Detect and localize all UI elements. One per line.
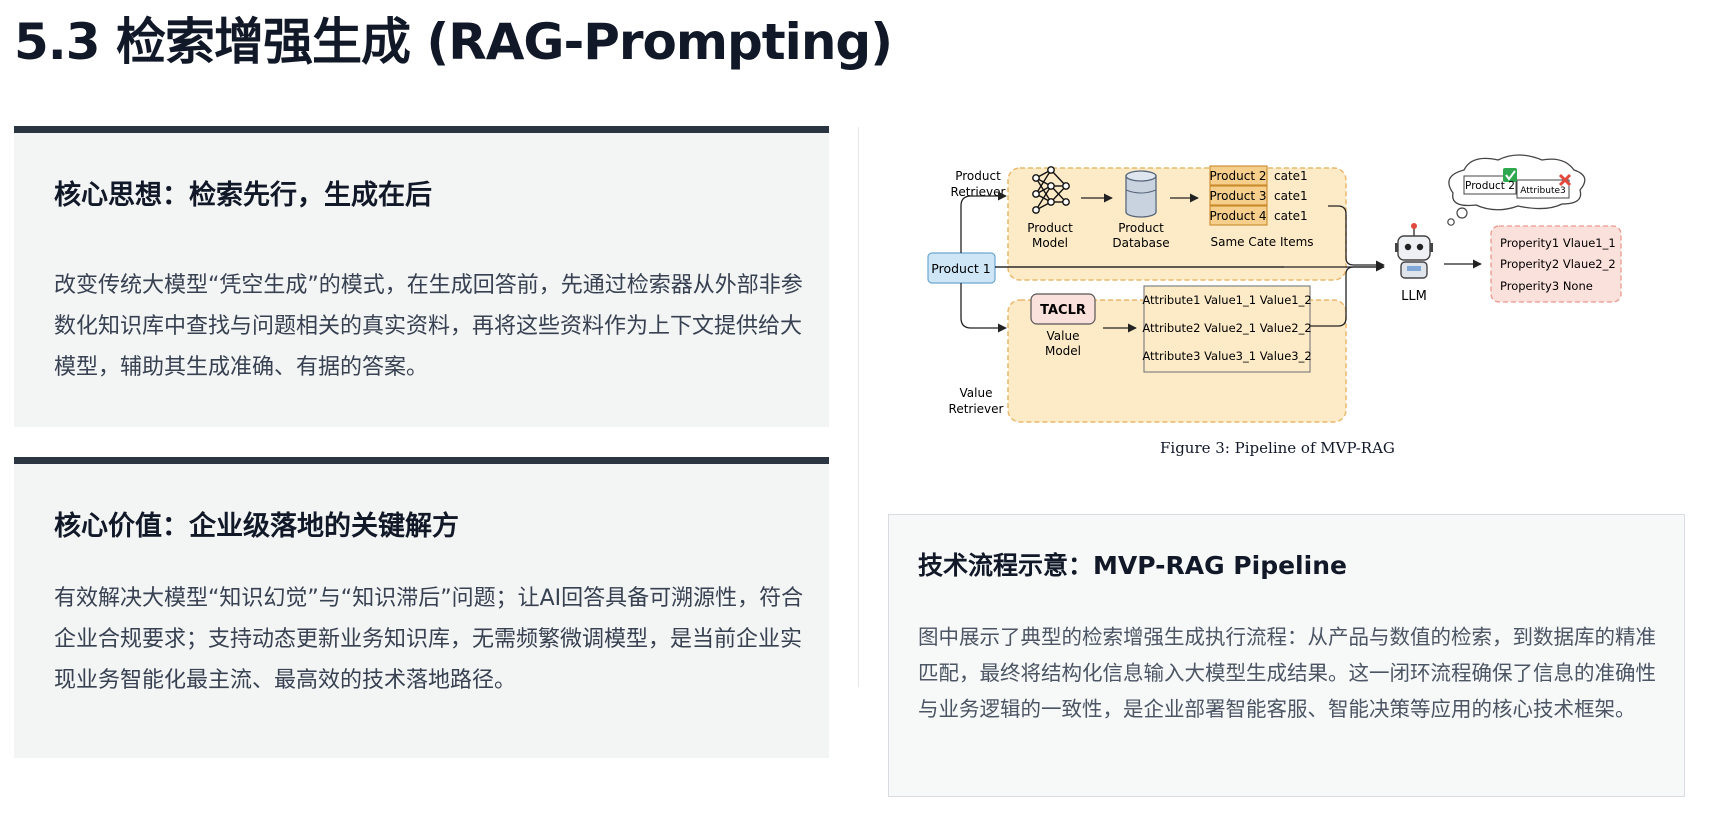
item-cate: cate1 <box>1274 209 1308 223</box>
cross-icon <box>1558 173 1572 187</box>
output-row: Properity3 None <box>1500 279 1593 293</box>
column-divider <box>858 127 859 687</box>
core-idea-card: 核心思想：检索先行，生成在后 改变传统大模型“凭空生成”的模式，在生成回答前，先… <box>14 126 829 427</box>
input-product-label: Product 1 <box>931 261 990 276</box>
item-cate: cate1 <box>1274 189 1308 203</box>
arrow-to-value-retriever <box>960 283 1007 333</box>
product-retriever-label-line1: Product <box>955 169 1001 183</box>
core-value-card: 核心价值：企业级落地的关键解方 有效解决大模型“知识幻觉”与“知识滞后”问题；让… <box>14 457 829 758</box>
taclr-box <box>1030 293 1096 325</box>
core-idea-heading: 核心思想：检索先行，生成在后 <box>54 180 432 211</box>
arrow-items-to-llm <box>1328 205 1385 270</box>
output-row: Properity2 Vlaue2_2 <box>1500 257 1616 271</box>
core-idea-body: 改变传统大模型“凭空生成”的模式，在生成回答前，先通过检索器从外部非参数化知识库… <box>54 273 803 380</box>
thought-attribute: Attribute3 <box>1520 186 1565 196</box>
thought-product: Product 2 <box>1465 180 1515 192</box>
item-box <box>1209 185 1268 206</box>
core-value-heading: 核心价值：企业级落地的关键解方 <box>54 511 459 542</box>
value-retriever-label-line2: Retriever <box>949 402 1004 416</box>
product-database-label-line2: Database <box>1112 236 1169 250</box>
item-box <box>1209 165 1268 186</box>
info-box-heading: 技术流程示意：MVP-RAG Pipeline <box>918 551 1347 580</box>
arrow-attributes-to-llm <box>1310 266 1384 327</box>
product-model-label-line2: Model <box>1032 236 1068 250</box>
robot-icon <box>1395 223 1433 279</box>
pipeline-figure: Product Retriever Value Retriever Produc… <box>898 150 1678 470</box>
value-model-label-line1: Value <box>1047 329 1080 343</box>
product-model-label-line1: Product <box>1027 221 1073 235</box>
attribute-row: Attribute2 Value2_1 Value2_2 <box>1142 321 1311 335</box>
taclr-label: TACLR <box>1040 303 1086 318</box>
product-retriever-label-line2: Retriever <box>951 185 1006 199</box>
value-retriever-label-line1: Value <box>960 386 993 400</box>
pipeline-info-box: 技术流程示意：MVP-RAG Pipeline 图中展示了典型的检索增强生成执行… <box>888 514 1685 797</box>
product-database-label-line1: Product <box>1118 221 1164 235</box>
item-name: Product 3 <box>1209 189 1266 203</box>
pipeline-diagram: Product Retriever Value Retriever Produc… <box>927 154 1622 423</box>
info-box-body: 图中展示了典型的检索增强生成执行流程：从产品与数值的检索，到数据库的精准匹配，最… <box>918 625 1656 721</box>
same-cate-items-label: Same Cate Items <box>1210 235 1313 249</box>
item-box <box>1209 205 1268 226</box>
figure-caption: Figure 3: Pipeline of MVP-RAG <box>1160 439 1395 457</box>
item-name: Product 2 <box>1209 169 1266 183</box>
core-value-body: 有效解决大模型“知识幻觉”与“知识滞后”问题；让AI回答具备可溯源性，符合企业合… <box>54 586 804 693</box>
database-icon <box>1125 170 1157 218</box>
output-row: Properity1 Vlaue1_1 <box>1500 236 1616 250</box>
attributes-box <box>1143 285 1311 373</box>
value-model-label-line2: Model <box>1045 344 1081 358</box>
llm-label: LLM <box>1401 289 1427 304</box>
arrow-to-product-retriever <box>960 191 1007 253</box>
item-name: Product 4 <box>1209 209 1266 223</box>
output-box <box>1490 225 1622 303</box>
item-cate: cate1 <box>1274 169 1308 183</box>
page-title: 5.3 检索增强生成 (RAG-Prompting) <box>14 13 893 71</box>
attribute-row: Attribute3 Value3_1 Value3_2 <box>1142 349 1311 363</box>
neural-network-icon <box>1032 166 1070 214</box>
attribute-row: Attribute1 Value1_1 Value1_2 <box>1142 293 1311 307</box>
thought-bubble <box>1447 154 1586 226</box>
same-cate-items-list: Product 2 Product 3 Product 4 cate1 cate… <box>1209 165 1308 226</box>
